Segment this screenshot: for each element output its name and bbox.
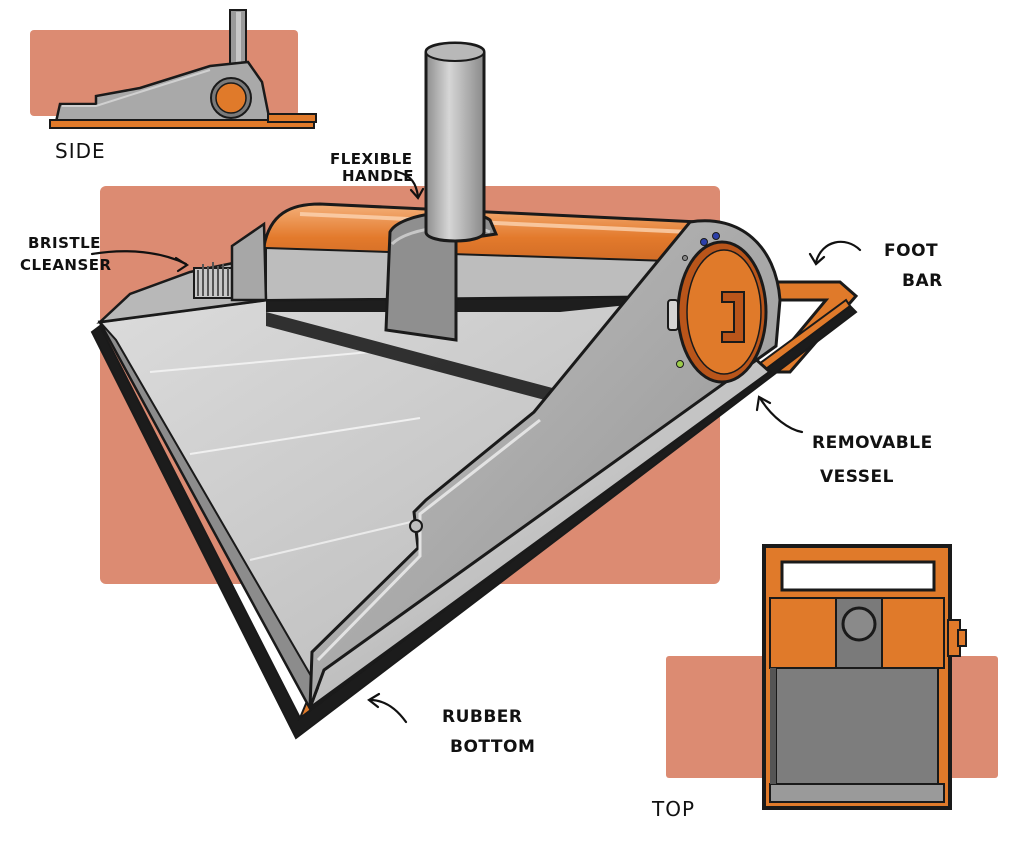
indicator-light (676, 360, 684, 368)
side-view (49, 9, 317, 129)
bristle-cleanser-label: BRISTLE (28, 234, 101, 252)
indicator-light (682, 255, 688, 261)
top-view (762, 544, 967, 810)
main-perspective-view (90, 41, 859, 740)
side-button (667, 299, 679, 331)
bristle-cleanser-label: CLEANSER (20, 256, 112, 274)
removable-vessel-label: VESSEL (820, 467, 894, 487)
top-view-label: TOP (651, 797, 695, 821)
callout-arrows (90, 170, 862, 724)
rubber-bottom-label: BOTTOM (450, 737, 535, 757)
removable-vessel (676, 240, 768, 384)
foot-bar-label: BAR (902, 271, 943, 291)
removable-vessel-label: REMOVABLE (812, 433, 933, 453)
rubber-bottom-label: RUBBER (442, 707, 523, 727)
side-view-label: SIDE (55, 139, 106, 163)
indicator-light (700, 238, 708, 246)
bristle-cleanser (193, 262, 233, 299)
foot-bar-label: FOOT (884, 241, 938, 261)
indicator-light (712, 232, 720, 240)
flexible-handle (424, 41, 486, 243)
flexible-handle-label: FLEXIBLE (330, 150, 412, 168)
side-wall (308, 219, 782, 709)
flexible-handle-label: HANDLE (342, 167, 414, 185)
